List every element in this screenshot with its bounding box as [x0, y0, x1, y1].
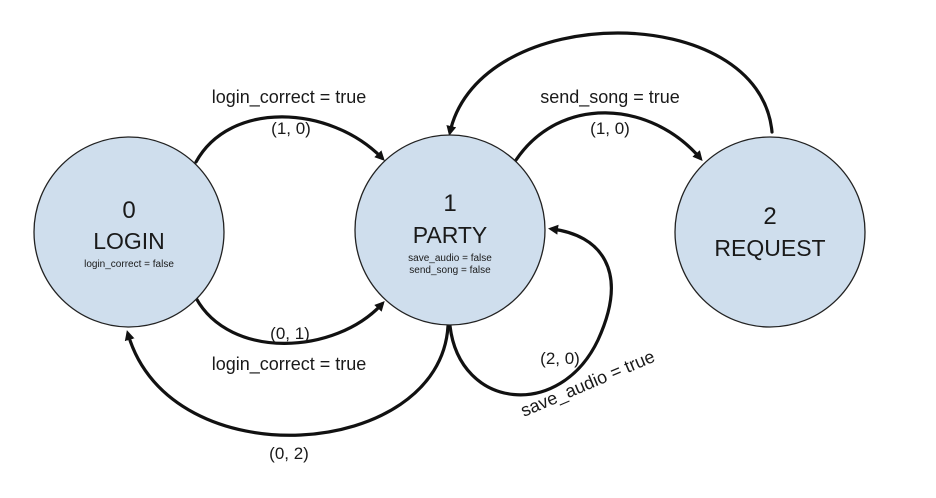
- state-party-id: 1: [443, 190, 456, 217]
- state-login-id: 0: [122, 197, 135, 224]
- label-login-to-party-lower-code: (0, 1): [270, 324, 310, 343]
- state-request-id: 2: [763, 203, 776, 230]
- state-party: 1 PARTY save_audio = false send_song = f…: [354, 134, 546, 326]
- label-login-to-party-code: (1, 0): [271, 119, 311, 138]
- edge-login-to-party-lower: [194, 296, 385, 345]
- state-login-name: LOGIN: [93, 228, 165, 254]
- edge-login-to-party: [194, 115, 385, 164]
- label-party-to-request-code: (1, 0): [590, 119, 630, 138]
- label-party-to-request-condition: send_song = true: [540, 87, 680, 108]
- edge-party-self-loop: [448, 224, 613, 397]
- state-party-var-save-audio: save_audio = false: [408, 253, 492, 264]
- label-login-to-party-lower-condition: login_correct = true: [212, 354, 367, 375]
- edge-request-to-party: [446, 31, 774, 136]
- label-login-to-party-condition: login_correct = true: [212, 87, 367, 108]
- state-login: 0 LOGIN login_correct = false: [33, 136, 225, 328]
- state-party-name: PARTY: [413, 222, 488, 248]
- state-request-name: REQUEST: [714, 235, 825, 261]
- state-party-var-send-song: send_song = false: [409, 265, 491, 276]
- edge-party-to-request: [514, 111, 703, 162]
- state-login-var: login_correct = false: [84, 259, 174, 270]
- label-party-to-login-code: (0, 2): [269, 444, 309, 463]
- state-request: 2 REQUEST: [674, 136, 866, 328]
- edge-party-to-login: [124, 324, 450, 437]
- label-party-self-code: (2, 0): [540, 349, 580, 368]
